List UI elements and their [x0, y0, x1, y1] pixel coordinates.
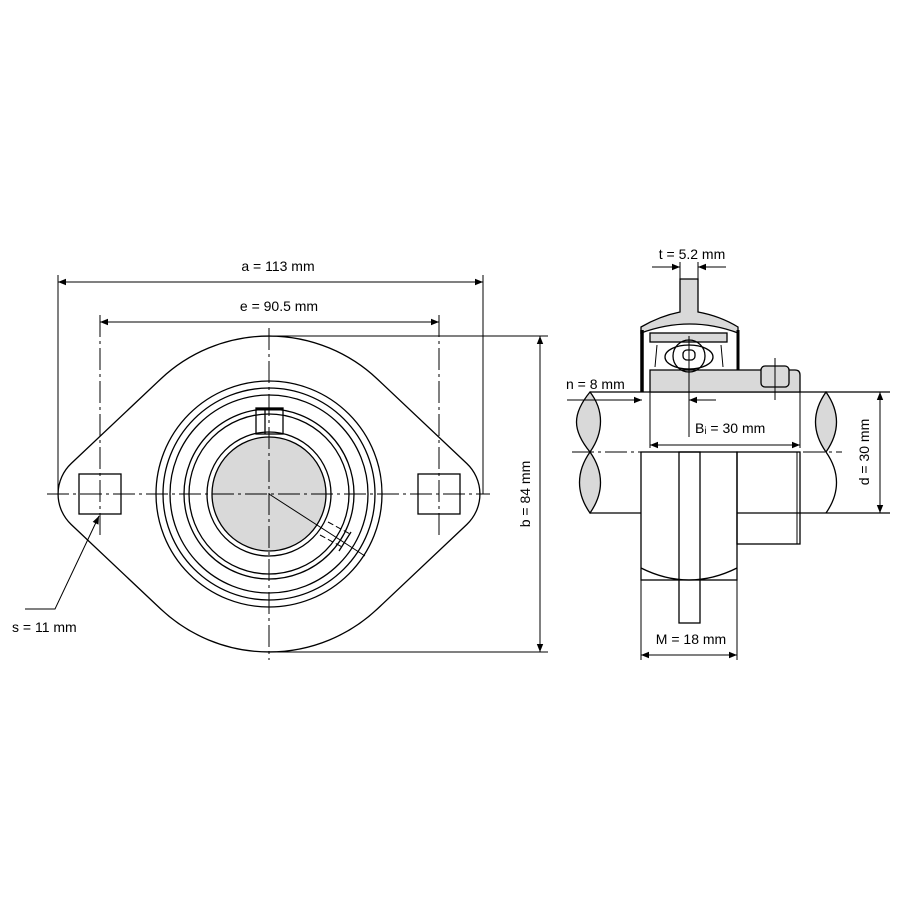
dimension-s-leader: [25, 515, 100, 610]
flange-plate-lower: [678, 451, 701, 624]
set-screw-hidden: [268, 493, 366, 557]
flange-outline: [57, 335, 481, 653]
dimension-t-label: t = 5.2 mm: [659, 246, 726, 262]
housing-body: [640, 451, 738, 581]
dimension-b-label: b = 84 mm: [517, 461, 533, 528]
front-view: a = 113 mm e = 90.5 mm b = 84 mm s = 11 …: [12, 258, 548, 660]
dimension-m-label: M = 18 mm: [656, 631, 726, 647]
dimension-s-label: s = 11 mm: [12, 619, 77, 635]
flange-plate-upper: [640, 278, 739, 334]
shaft-break-right: [814, 390, 838, 454]
dimension-bi-label: Bᵢ = 30 mm: [695, 420, 765, 436]
dimension-n-label: n = 8 mm: [566, 376, 625, 392]
dimension-a-label: a = 113 mm: [241, 258, 314, 274]
dimension-d-label: d = 30 mm: [856, 419, 872, 486]
inner-ring-extension: [736, 451, 801, 545]
shaft-break-left: [576, 390, 602, 454]
dimension-e-label: e = 90.5 mm: [240, 298, 318, 314]
side-view: t = 5.2 mm n = 8 mm Bᵢ = 30 mm d = 30 mm…: [566, 246, 890, 660]
